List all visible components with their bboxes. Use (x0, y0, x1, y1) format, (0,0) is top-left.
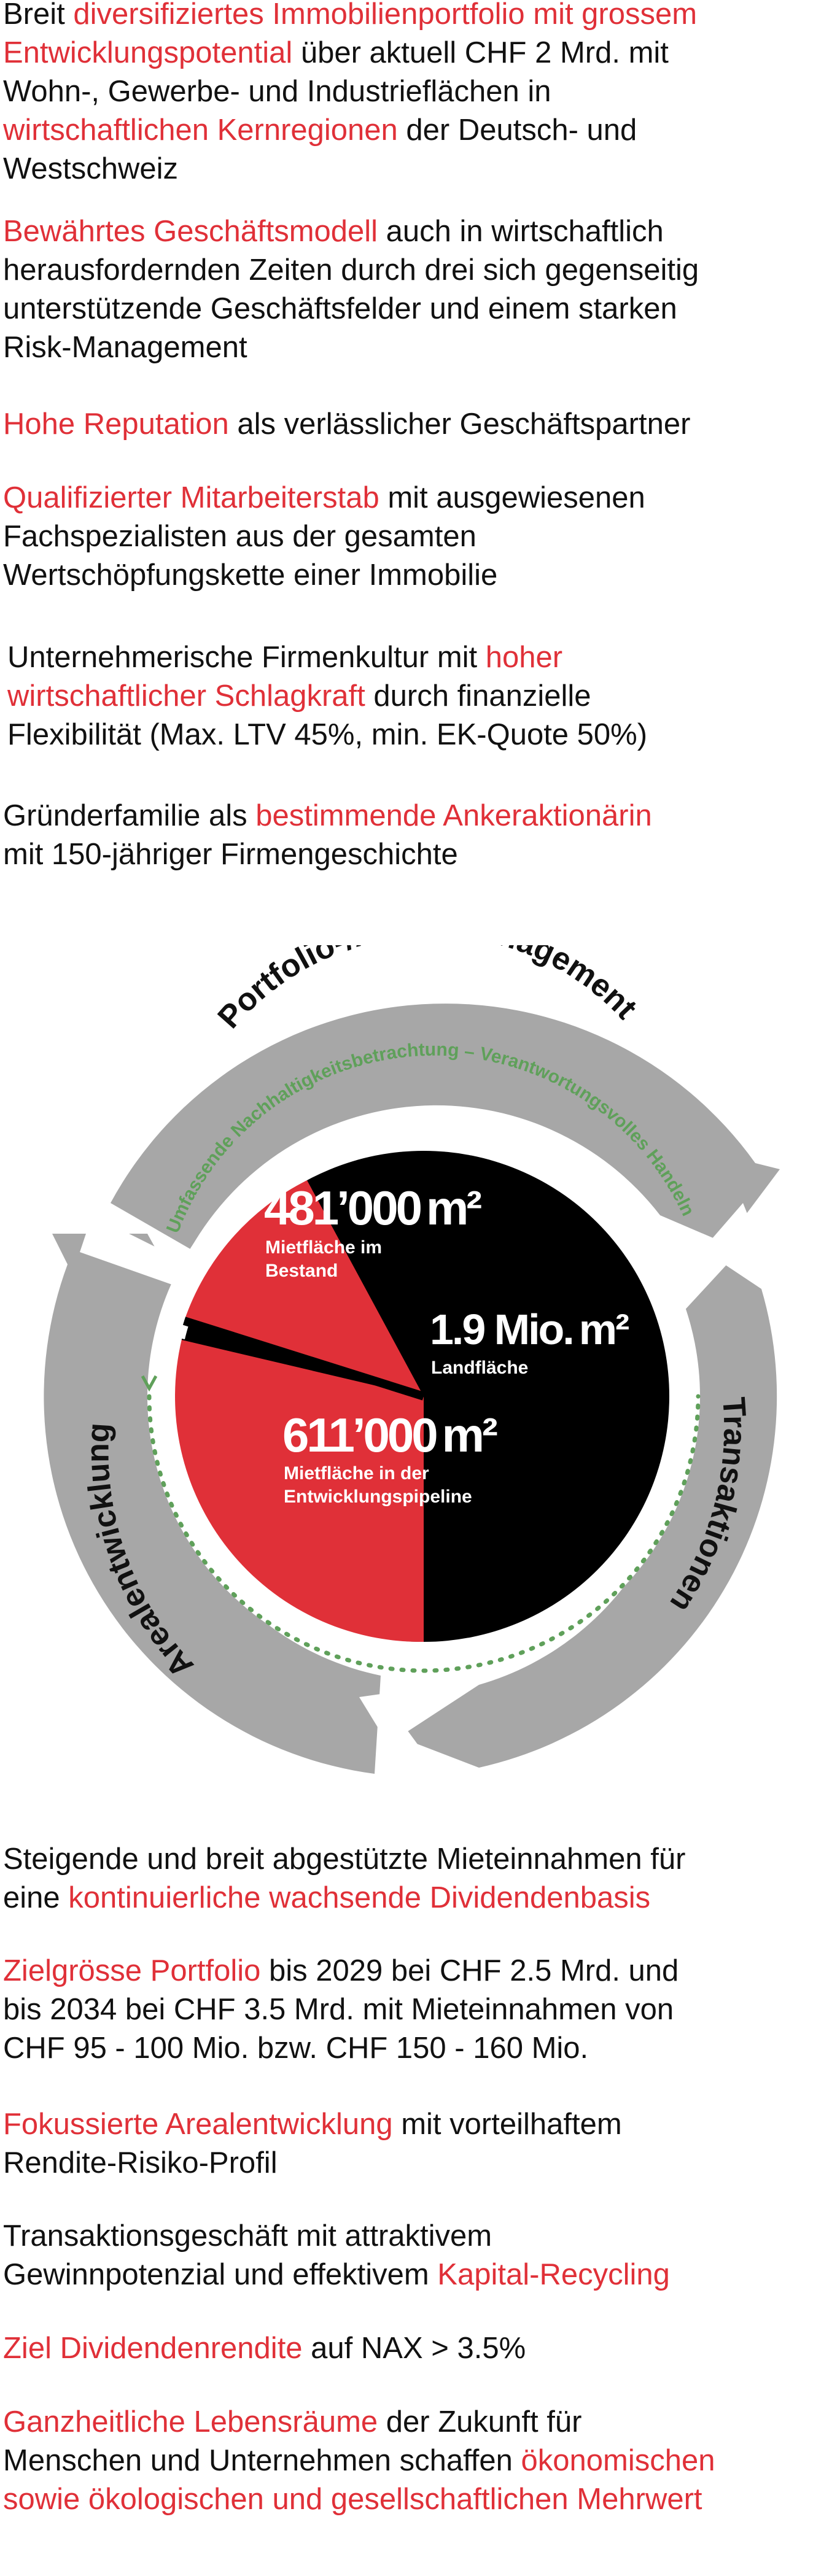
key-point: Qualifizierter Mitarbeiterstab mit ausge… (3, 479, 645, 595)
highlight-text: Hohe Reputation (3, 408, 229, 441)
body-text: Westschweiz (3, 152, 179, 185)
highlight-text: Qualifizierter Mitarbeiterstab (3, 481, 379, 514)
body-text: der Deutsch- und (397, 114, 637, 147)
stat-land-value: 1.9 Mio.m² (430, 1305, 629, 1353)
body-text: Rendite-Risiko-Profil (3, 2146, 278, 2180)
body-text: auch in wirtschaftlich (378, 215, 664, 248)
key-point: Fokussierte Arealentwicklung mit vorteil… (3, 2105, 622, 2183)
highlight-text: ökonomischen (521, 2444, 715, 2477)
key-point: Ziel Dividendenrendite auf NAX > 3.5% (3, 2329, 526, 2368)
body-text: Transaktionsgeschäft mit attraktivem (3, 2219, 492, 2253)
pie-slice-stock (184, 1180, 424, 1396)
stat-land: 1.9 Mio.m² Landfläche (430, 1305, 631, 1378)
ring-segment-arealentwicklung (44, 1234, 381, 1774)
body-text: eine (3, 1881, 69, 1914)
ring-segment-portfolio (111, 1004, 780, 1249)
stat-land-label: Landfläche (431, 1358, 528, 1378)
body-text: Unternehmerische Firmenkultur mit (7, 641, 486, 674)
body-text: Risk-Management (3, 331, 247, 364)
highlight-text: Fokussierte Arealentwicklung (3, 2108, 393, 2141)
stat-pipeline-label-1: Mietfläche in der (284, 1463, 429, 1483)
body-text: bis 2029 bei CHF 2.5 Mrd. und (260, 1954, 679, 1987)
key-point: Gründerfamilie als bestimmende Ankerakti… (3, 797, 652, 874)
key-point: Bewährtes Geschäftsmodell auch in wirtsc… (3, 212, 699, 367)
body-text: als verlässlicher Geschäftspartner (228, 408, 691, 441)
body-text: durch finanzielle (365, 679, 591, 713)
body-text: Wertschöpfungskette einer Immobilie (3, 559, 498, 592)
body-text: Wohn-, Gewerbe- und Industrieflächen in (3, 75, 551, 108)
body-text: Gewinnpotenzial und effektivem (3, 2258, 438, 2291)
body-text: auf NAX > 3.5% (302, 2332, 526, 2365)
highlight-text: kontinuierliche wachsende Dividendenbasi… (68, 1881, 651, 1914)
highlight-text: diversifiziertes Immobilienportfolio mit… (73, 0, 698, 31)
highlight-text: Kapital-Recycling (437, 2258, 670, 2291)
stat-stock-label-2: Bestand (265, 1261, 338, 1281)
key-point: Hohe Reputation als verlässlicher Geschä… (3, 405, 690, 444)
body-text: über aktuell CHF 2 Mrd. mit (292, 36, 669, 69)
area-pie (175, 1151, 669, 1642)
highlight-text: Ganzheitliche Lebensräume (3, 2405, 378, 2439)
body-text: Flexibilität (Max. LTV 45%, min. EK-Quot… (7, 718, 648, 751)
highlight-text: Zielgrösse Portfolio (3, 1954, 261, 1987)
body-text: Steigende und breit abgestützte Mieteinn… (3, 1843, 686, 1876)
body-text: unterstützende Geschäftsfelder und einem… (3, 292, 677, 325)
body-text: herausfordernden Zeiten durch drei sich … (3, 253, 699, 287)
body-text: Fachspezialisten aus der gesamten (3, 520, 476, 553)
body-text: mit ausgewiesenen (379, 481, 645, 514)
key-point: Ganzheitliche Lebensräume der Zukunft fü… (3, 2403, 715, 2519)
body-text: mit vorteilhaftem (392, 2108, 622, 2141)
highlight-text: wirtschaftlichen Kernregionen (3, 114, 398, 147)
key-point: Unternehmerische Firmenkultur mit hoher w… (7, 638, 647, 754)
highlight-text: Bewährtes Geschäftsmodell (3, 215, 378, 248)
body-text: mit 150-jähriger Firmengeschichte (3, 838, 458, 871)
highlight-text: Entwicklungspotential (3, 36, 293, 69)
business-model-diagram: Portfolio-/Asset-Management Transaktione… (44, 945, 780, 1792)
body-text: Menschen und Unternehmen schaffen (3, 2444, 521, 2477)
green-arrow-icon (141, 1375, 158, 1392)
key-point: Breit diversifiziertes Immobilienportfol… (3, 0, 697, 188)
highlight-text: Ziel Dividendenrendite (3, 2332, 303, 2365)
body-text: CHF 95 - 100 Mio. bzw. CHF 150 - 160 Mio… (3, 2032, 589, 2065)
highlight-text: hoher (485, 641, 563, 674)
body-text: bis 2034 bei CHF 3.5 Mrd. mit Mieteinnah… (3, 1993, 674, 2026)
key-point: Steigende und breit abgestützte Mieteinn… (3, 1840, 685, 1917)
stat-stock-label-1: Mietfläche im (265, 1237, 382, 1258)
body-text: Gründerfamilie als (3, 799, 256, 832)
body-text: der Zukunft für (378, 2405, 582, 2439)
highlight-text: sowie ökologischen und gesellschaftliche… (3, 2483, 702, 2516)
body-text: Breit (3, 0, 74, 31)
highlight-text: wirtschaftlicher Schlagkraft (7, 679, 365, 713)
green-dotted-arc (147, 1394, 701, 1673)
highlight-text: bestimmende Ankeraktionärin (255, 799, 652, 832)
stat-pipeline-label-2: Entwicklungspipeline (284, 1487, 472, 1507)
key-point: Zielgrösse Portfolio bis 2029 bei CHF 2.… (3, 1952, 679, 2068)
pie-slice-pipeline (175, 1339, 424, 1642)
